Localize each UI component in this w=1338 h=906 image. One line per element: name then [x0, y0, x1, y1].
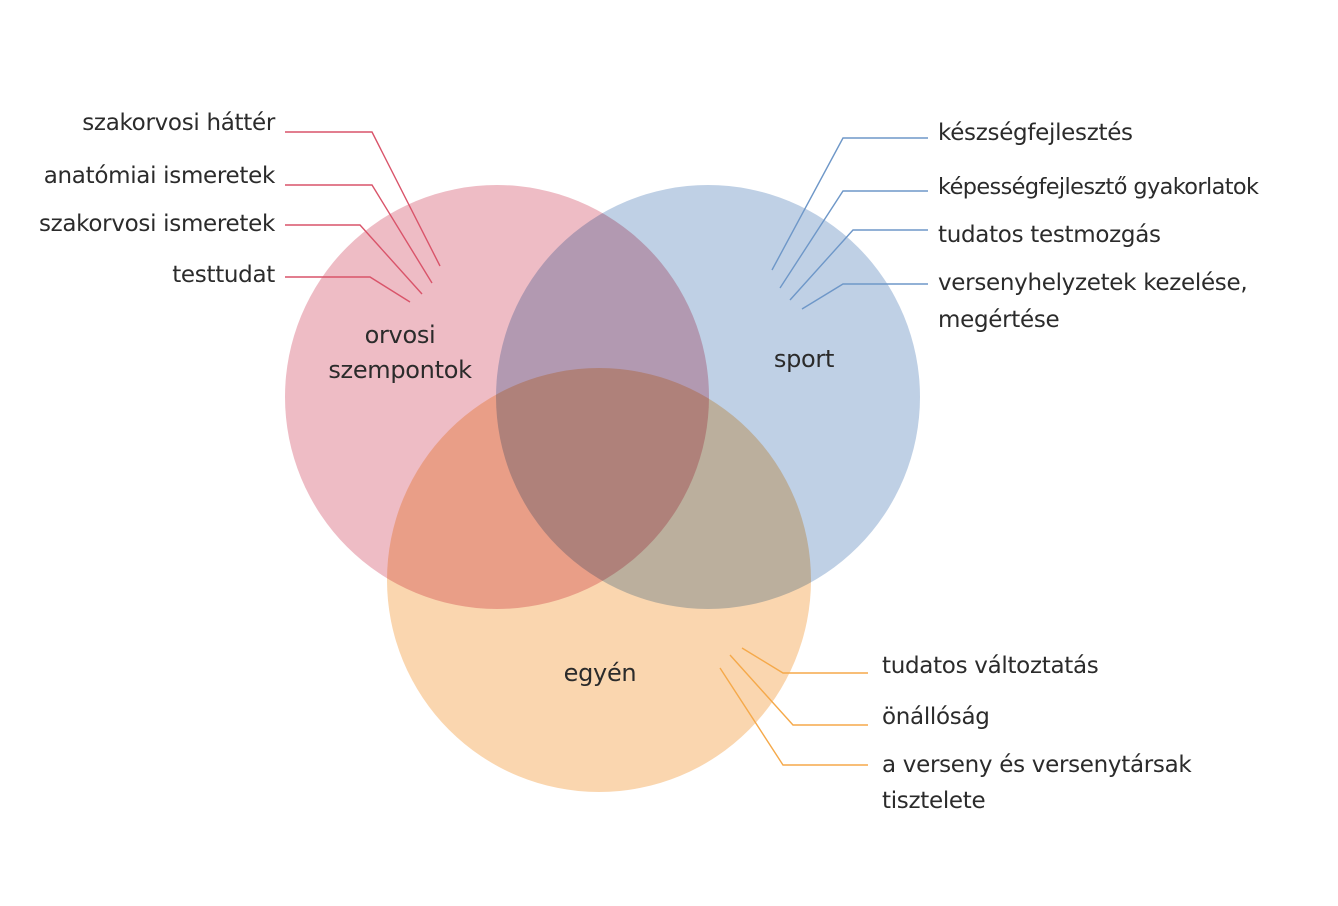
medical-item-1: szakorvosi háttér — [82, 110, 275, 136]
sport-connector-1 — [771, 137, 928, 271]
medical-connector-4 — [285, 276, 411, 303]
sport-connector-4 — [801, 283, 928, 310]
individual-circle-label: egyén — [563, 659, 637, 687]
medical-connector-3 — [285, 224, 423, 295]
individual-connector-2 — [729, 654, 868, 726]
sport-item-4: versenyhelyzetek kezelése, — [938, 270, 1248, 296]
sport-item-2: képességfejlesztő gyakorlatok — [938, 174, 1259, 200]
individual-item-1: tudatos változtatás — [882, 653, 1099, 679]
sport-item-4-cont: megértése — [938, 307, 1060, 333]
individual-circle — [387, 368, 811, 792]
medical-label-line2: szempontok — [328, 356, 472, 384]
medical-item-4: testtudat — [172, 262, 275, 288]
individual-item-2: önállóság — [882, 704, 990, 730]
individual-connector-1 — [741, 647, 868, 674]
medical-circle-label: orvosi szempontok — [300, 318, 500, 388]
sport-circle-label: sport — [773, 345, 835, 373]
medical-connector-2 — [285, 184, 433, 284]
individual-item-3-cont: tisztelete — [882, 788, 986, 814]
medical-connector-1 — [285, 131, 441, 267]
sport-connector-3 — [789, 229, 928, 301]
medical-item-3: szakorvosi ismeretek — [38, 211, 275, 237]
medical-label-line1: orvosi — [364, 321, 436, 349]
individual-connector-3 — [719, 667, 868, 766]
individual-item-3: a verseny és versenytársak — [882, 752, 1192, 778]
medical-item-2: anatómiai ismeretek — [43, 163, 276, 189]
sport-connector-2 — [779, 190, 928, 289]
sport-item-1: készségfejlesztés — [938, 120, 1133, 146]
sport-item-3: tudatos testmozgás — [938, 222, 1161, 248]
